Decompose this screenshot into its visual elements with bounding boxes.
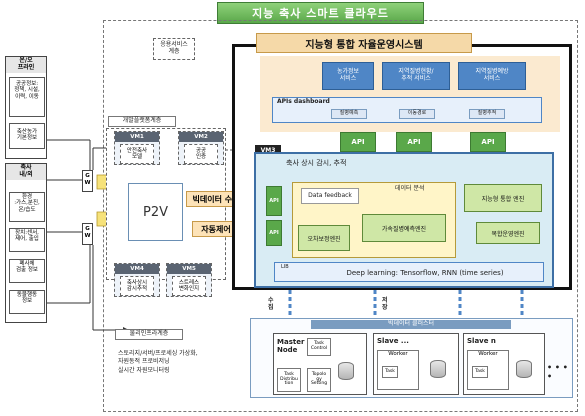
slave-n-task: Task: [472, 366, 488, 378]
api-side-1: API: [266, 186, 282, 216]
api-block-1: API: [340, 132, 376, 152]
master-node-label: Master Node: [277, 338, 305, 355]
infra-layer-label: 물리인프라계층: [115, 329, 183, 340]
disease-prevention-service[interactable]: 지역질병예방 서비스: [458, 62, 526, 90]
system-title: 지능형 통합 자율운영시스템: [256, 33, 472, 53]
data-feedback-box: Data feedback: [301, 188, 359, 204]
bigdata-cluster: 빅데이터 클러스터 Master Node Task Control Task …: [250, 318, 573, 398]
auto-control-label: 자동제어: [192, 221, 240, 237]
vm2[interactable]: VM2 공공 인증: [178, 131, 224, 165]
api-block-2: API: [396, 132, 432, 152]
vm4-tag: VM4: [115, 264, 159, 274]
apis-dashboard: APIs dashboard 질병예측 이동경로 질병추적: [272, 97, 542, 123]
apis-dashboard-title: APIs dashboard: [277, 98, 330, 105]
gateway-bottom: G W: [82, 223, 93, 245]
data-analysis-label: 데이터 분석: [395, 185, 425, 192]
barn-inout-title: 축사 내/외: [6, 164, 46, 180]
dev-layer-label: 개발플랫폼계층: [108, 116, 176, 127]
vm2-tag: VM2: [179, 132, 223, 142]
dash-item-tracking[interactable]: 질병추적: [469, 109, 505, 119]
slave-1-worker-label: Worker: [388, 351, 408, 357]
vm5-body: 스트레스 변화인지: [172, 276, 206, 296]
slave-node-n: Slave n Worker Task: [463, 333, 545, 395]
deep-learning-label: Deep learning: Tensorflow, RNN (time ser…: [346, 268, 504, 277]
api-block-3: API: [470, 132, 506, 152]
page-title: 지능 축사 스마트 클라우드: [217, 2, 424, 24]
store-label: 저 장: [382, 297, 388, 311]
monitoring-title: 축사 상시 감시, 추적: [286, 159, 347, 167]
more-nodes-dots: • • • •: [547, 363, 568, 382]
slave-n-database-icon: [516, 360, 532, 378]
behavior-box: 동물행동 정보: [9, 290, 45, 314]
online-offline-panel: 온/오 프라인 공공정보: 정책, 시설, 이력, 이동 축산농가 기본정보: [5, 56, 47, 159]
vm4[interactable]: VM4 축사상시 감시추적: [114, 263, 160, 297]
dash-item-route[interactable]: 이동경로: [399, 109, 435, 119]
vm5-tag: VM5: [167, 264, 211, 274]
lib-label: LIB: [281, 264, 289, 270]
collect-label: 수 집: [268, 297, 274, 311]
error-correction-engine: 오차보정엔진: [298, 225, 350, 251]
slave-node-n-label: Slave n: [467, 337, 496, 345]
slave-1-database-icon: [430, 360, 446, 378]
device-box: 장치:센서, 제어, 출입: [9, 228, 45, 252]
master-database-icon: [338, 362, 354, 380]
lib-bar: LIB Deep learning: Tensorflow, RNN (time…: [274, 262, 544, 282]
topology-setting-box: Topolo gy Setting: [307, 368, 331, 392]
carcass-box: 폐사체 검출 정보: [9, 259, 45, 283]
vm3-tag: VM3: [255, 145, 281, 155]
integrated-engine: 지능형 통합 엔진: [464, 184, 542, 212]
vm2-body: 공공 인증: [184, 144, 218, 164]
vm5[interactable]: VM5 스트레스 변화인지: [166, 263, 212, 297]
slave-n-worker-label: Worker: [478, 351, 498, 357]
slave-1-task: Task: [382, 366, 398, 378]
cluster-title: 빅데이터 클러스터: [311, 320, 511, 329]
disease-status-service[interactable]: 지역질병현황/ 추적 서비스: [382, 62, 450, 90]
vm1[interactable]: VM1 안전축사 모델: [114, 131, 160, 165]
environment-box: 환경 :가스,분진, 온/습도: [9, 192, 45, 222]
farm-info-box: 축산농가 기본정보: [9, 123, 45, 149]
accelerated-prediction-engine: 가속질병예측엔진: [362, 214, 446, 242]
task-distribution-box: Task Distribu tion: [277, 368, 301, 392]
slave-node-1: Slave ... Worker Task: [373, 333, 459, 395]
barn-inout-panel: 축사 내/외 환경 :가스,분진, 온/습도 장치:센서, 제어, 출입 폐사체…: [5, 163, 47, 323]
vm4-body: 축사상시 감시추적: [120, 276, 154, 296]
compound-engine: 복합운영엔진: [476, 222, 540, 244]
public-info-box: 공공정보: 정책, 시설, 이력, 이동: [9, 77, 45, 117]
gateway-top: G W: [82, 170, 93, 192]
app-layer-label: 응용서비스 계층: [153, 38, 195, 60]
api-side-2: API: [266, 220, 282, 246]
dash-item-prediction[interactable]: 질병예측: [331, 109, 367, 119]
farm-info-service[interactable]: 농가정보 서비스: [322, 62, 374, 90]
slave-node-1-label: Slave ...: [377, 337, 409, 345]
infra-description: 스토리지/서버/프로세싱 가상화, 자원동적 프로비저닝 실시간 자원모니터링: [118, 350, 198, 374]
vm1-body: 안전축사 모델: [120, 144, 154, 164]
task-control-box: Task Control: [307, 338, 331, 356]
p2v-box: P2V: [128, 183, 183, 241]
master-node: Master Node Task Control Task Distribu t…: [273, 333, 367, 395]
online-offline-title: 온/오 프라인: [6, 57, 46, 73]
vm1-tag: VM1: [115, 132, 159, 142]
